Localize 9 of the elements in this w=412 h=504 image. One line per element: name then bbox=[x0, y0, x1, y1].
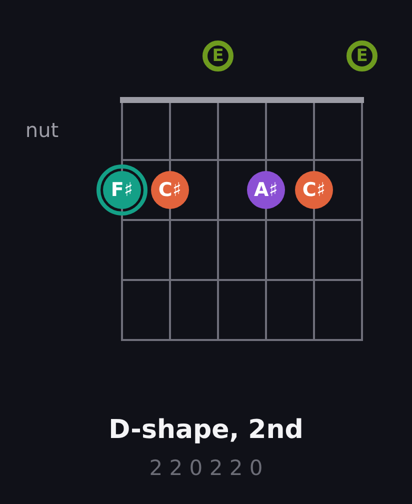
note-marker: C♯ bbox=[295, 171, 333, 209]
note-marker: A♯ bbox=[247, 171, 285, 209]
note-marker: C♯ bbox=[151, 171, 189, 209]
nut-label: nut bbox=[25, 118, 59, 142]
chord-title: D-shape, 2nd bbox=[108, 415, 304, 445]
open-string-marker: E bbox=[346, 40, 378, 72]
open-string-marker: E bbox=[202, 40, 234, 72]
fingering-label: 2 2 0 2 2 0 bbox=[149, 456, 263, 480]
root-note-marker: F♯ bbox=[96, 164, 148, 216]
